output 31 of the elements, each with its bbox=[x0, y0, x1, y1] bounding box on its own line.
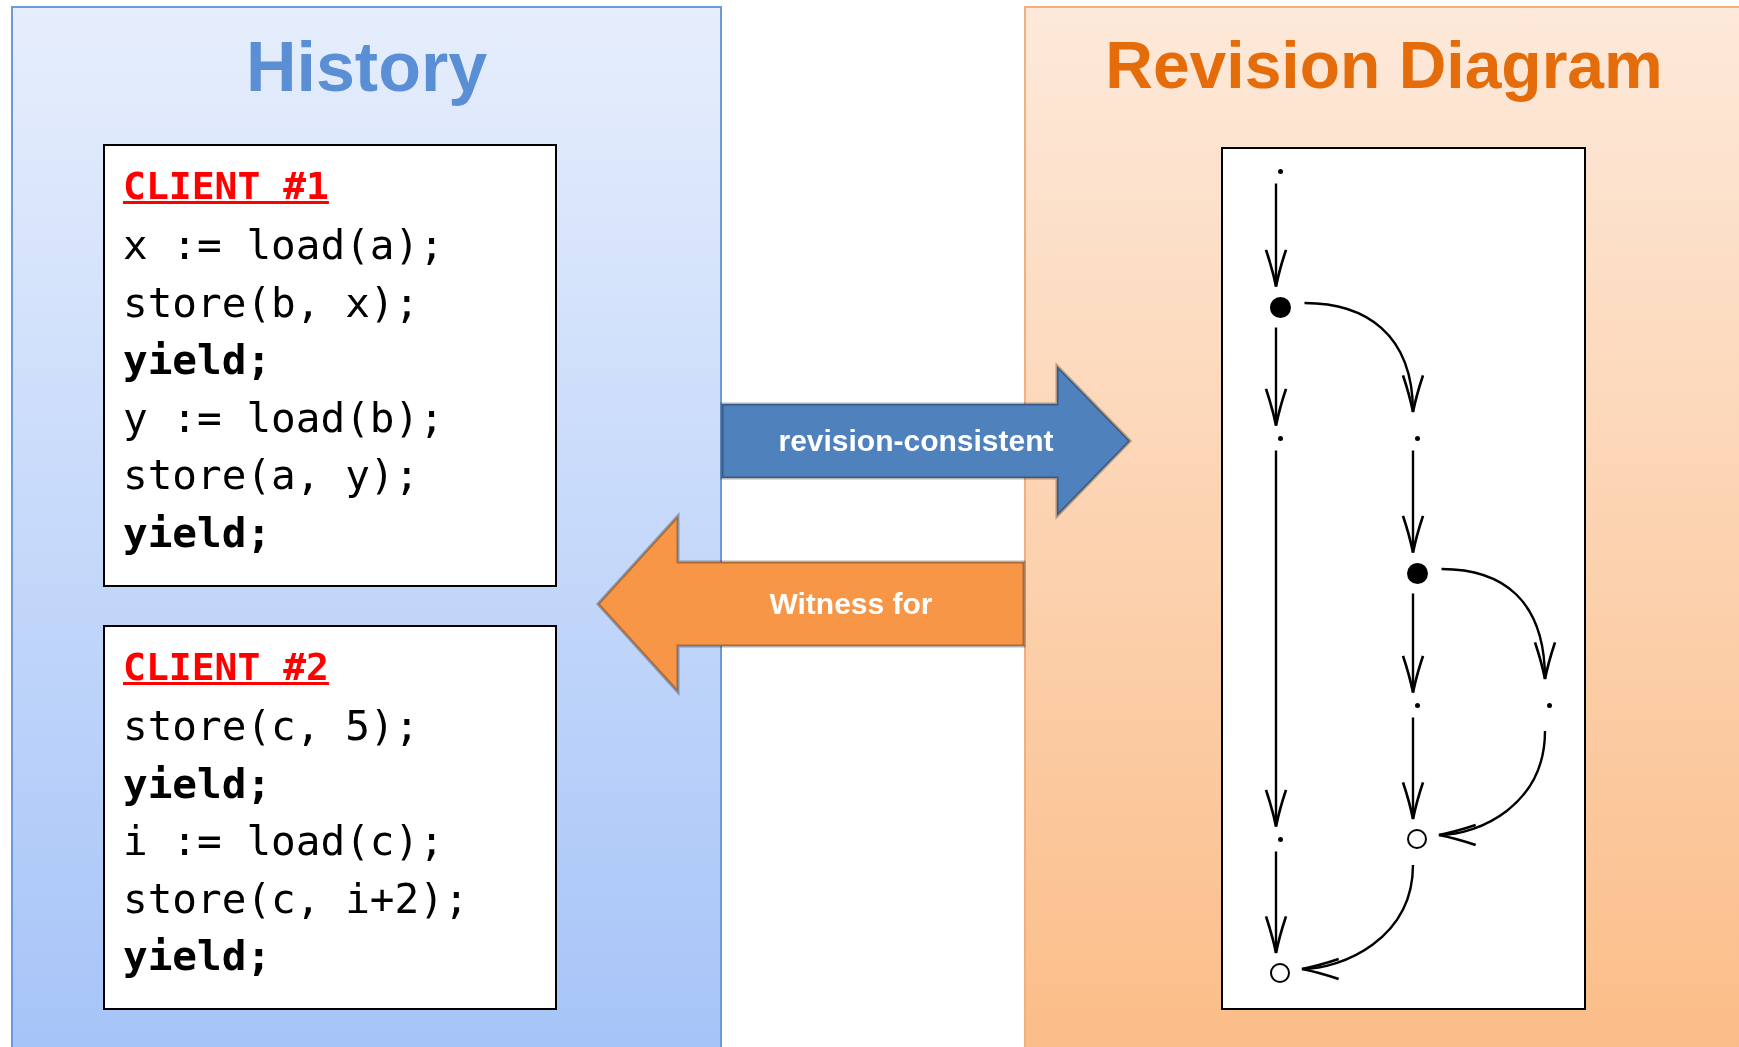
client-heading: CLIENT #2 bbox=[123, 645, 329, 689]
edge-label: revision-consistent bbox=[777, 423, 1055, 459]
code-box bbox=[103, 625, 557, 1010]
dot bbox=[1277, 168, 1283, 174]
code-line: store(a, y); bbox=[123, 450, 420, 501]
dot bbox=[1277, 836, 1283, 842]
dot bbox=[1414, 435, 1420, 441]
block-arrow bbox=[595, 512, 1026, 696]
code-line: store(b, x); bbox=[123, 277, 420, 329]
code-line: y := load(b); bbox=[123, 392, 444, 444]
dot bbox=[1277, 435, 1283, 441]
hollow-node-circle bbox=[1270, 963, 1290, 983]
hollow-node-circle bbox=[1407, 829, 1427, 849]
code-line: yield; bbox=[123, 758, 272, 810]
code-line: store(c, 5); bbox=[123, 701, 420, 752]
code-box bbox=[103, 144, 557, 587]
filled-node-circle bbox=[1269, 296, 1291, 318]
code-line: i := load(c); bbox=[123, 816, 444, 867]
dot bbox=[1546, 702, 1552, 708]
client-heading: CLIENT #1 bbox=[123, 164, 329, 208]
code-line: store(c, i+2); bbox=[123, 873, 469, 925]
code-line: yield; bbox=[123, 931, 272, 982]
filled-node-circle bbox=[1406, 562, 1428, 584]
code-line: yield; bbox=[123, 335, 272, 386]
edge-label: Witness for bbox=[768, 586, 934, 622]
diagram-frame bbox=[1221, 147, 1586, 1010]
block-arrow bbox=[720, 362, 1133, 520]
code-line: yield; bbox=[123, 507, 272, 559]
code-line: x := load(a); bbox=[123, 220, 444, 271]
dot bbox=[1414, 702, 1420, 708]
panel bbox=[11, 6, 722, 1047]
